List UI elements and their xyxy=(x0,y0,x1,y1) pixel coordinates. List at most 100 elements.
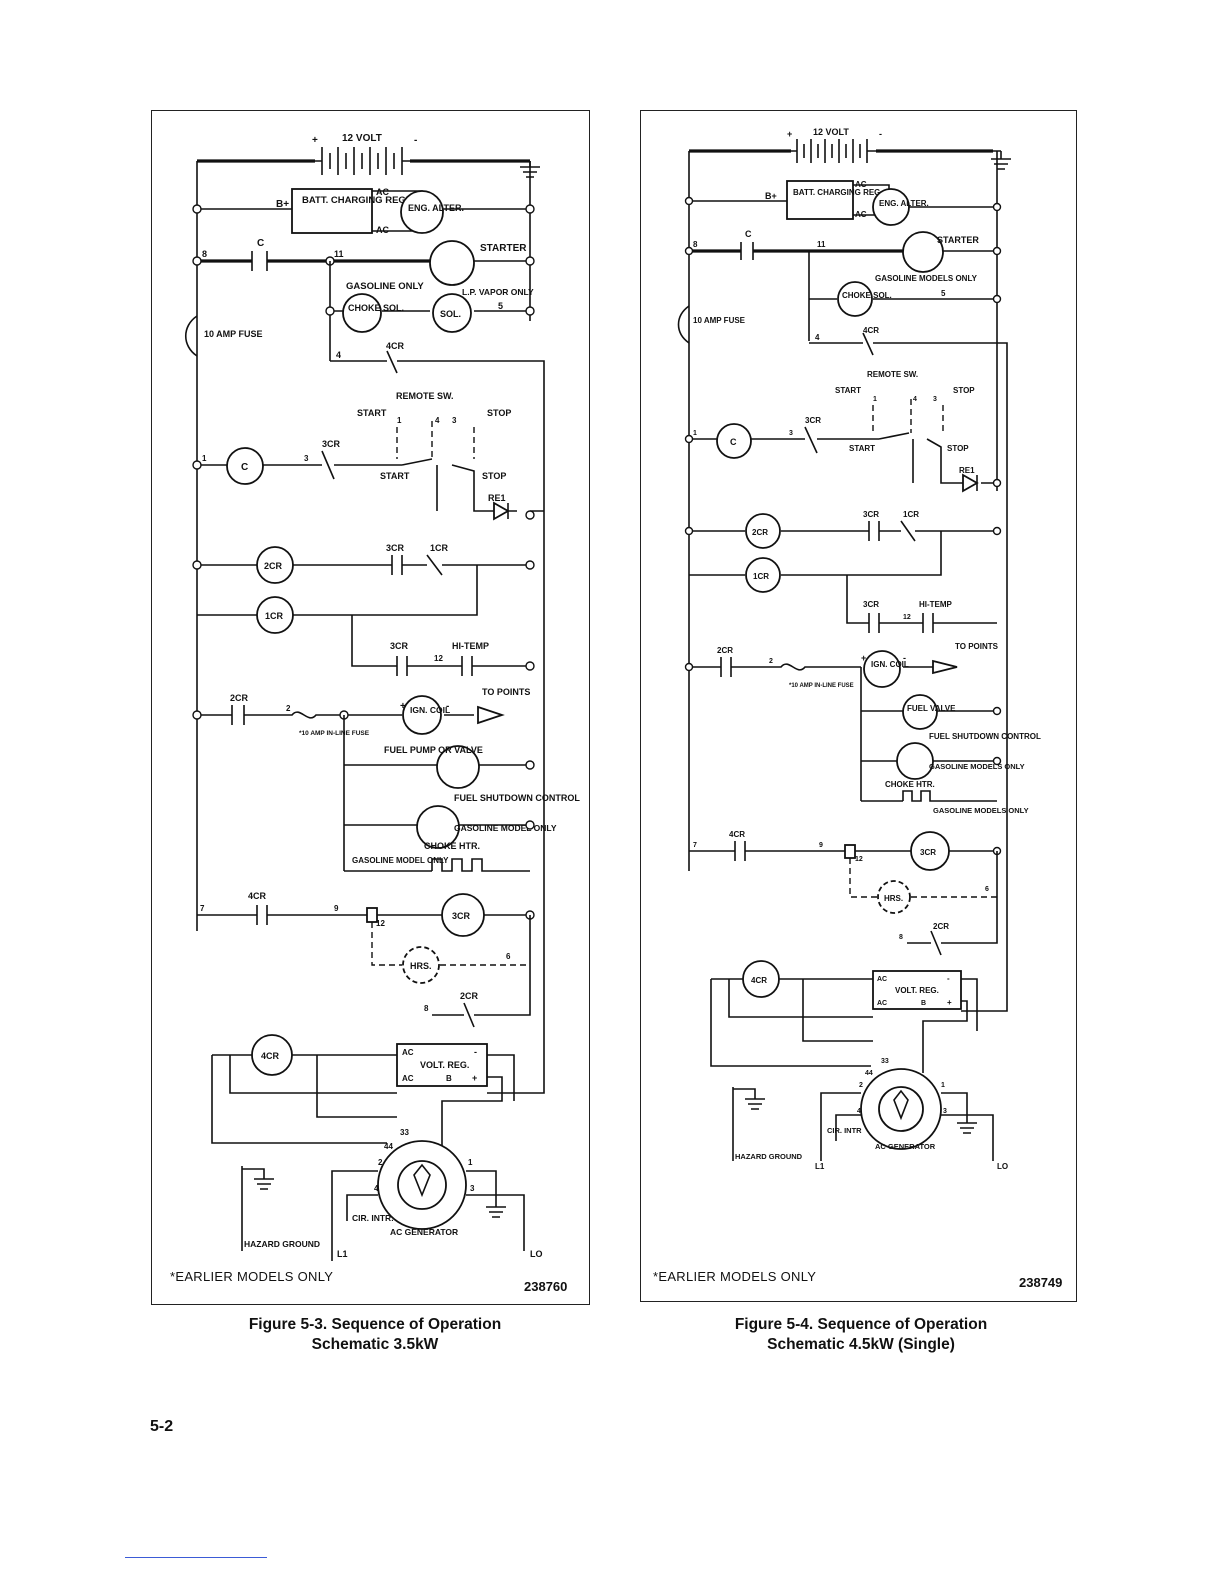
vr-plus-label: + xyxy=(472,1073,477,1083)
choke-heater xyxy=(431,858,530,872)
schematic-4-5kw-drawing: 12 VOLT + - BATT. CHARGING REG. B+ AC AC… xyxy=(677,127,1041,1171)
switch-pin-4: 4 xyxy=(913,396,917,403)
vr-minus-label: - xyxy=(474,1047,477,1057)
4cr-contact-label: 4CR xyxy=(386,341,405,351)
node xyxy=(992,294,1002,304)
hazard-ground-label: HAZARD GROUND xyxy=(735,1152,803,1161)
wire-4-label: 4 xyxy=(815,333,820,342)
battery-label: 12 VOLT xyxy=(342,133,382,144)
inline-fuse-label: *10 AMP IN-LINE FUSE xyxy=(299,730,370,737)
4cr-coil-label: 4CR xyxy=(751,976,767,985)
hour-meter-circle xyxy=(877,880,911,914)
alternator-label: ENG. ALTER. xyxy=(408,203,464,213)
node xyxy=(992,478,1002,488)
cir-intr-label: CIR. INTR. xyxy=(352,1213,394,1223)
node xyxy=(992,246,1002,256)
4cr-coil-circle xyxy=(251,1034,293,1076)
fuel-shutdown-circle xyxy=(896,742,934,780)
4cr-coil-circle xyxy=(742,960,780,998)
wire-5-label: 5 xyxy=(498,301,503,311)
3cr-coil-circle xyxy=(441,893,485,937)
ground-icon xyxy=(254,1178,274,1190)
wire-12b-label: 12 xyxy=(376,919,385,928)
3cr-b-label: 3CR xyxy=(386,543,405,553)
choke-solenoid-circle xyxy=(837,281,873,317)
2cr-coil-circle xyxy=(256,546,294,584)
1cr-coil-label: 1CR xyxy=(265,611,284,621)
ground-icon xyxy=(745,1098,765,1110)
lp-vapor-label: L.P. VAPOR ONLY xyxy=(462,287,534,297)
gasoline-only-label: GASOLINE MODELS ONLY xyxy=(875,274,978,283)
start-switch-label: START xyxy=(849,444,875,453)
fuel-pump-circle xyxy=(436,745,480,789)
to-points-label: TO POINTS xyxy=(482,687,530,697)
switch-pin-4: 4 xyxy=(435,416,440,425)
gen-2-label: 2 xyxy=(859,1082,863,1089)
figure-5-3-schematic: 12 VOLT + - BATT. CHARGING REG. B+ AC AC… xyxy=(151,110,590,1305)
3cr-coil-label: 3CR xyxy=(920,848,936,857)
2cr-coil-label: 2CR xyxy=(752,528,768,537)
wire-2-label: 2 xyxy=(286,704,291,713)
node xyxy=(192,256,202,266)
hi-temp-label: HI-TEMP xyxy=(452,641,489,651)
solenoid-circle xyxy=(432,293,472,333)
vr-ac2-label: AC xyxy=(402,1074,414,1083)
to-points-arrow xyxy=(932,659,958,675)
terminal-block xyxy=(844,844,856,859)
node xyxy=(325,306,335,316)
choke-sol-label: CHOKE SOL. xyxy=(842,291,892,300)
3cr-coil-label: 3CR xyxy=(452,911,471,921)
choke-htr-label: CHOKE HTR. xyxy=(885,780,935,789)
volt-regulator-box xyxy=(872,970,962,1010)
node xyxy=(684,246,694,256)
gasoline-model-only-2-label: GASOLINE MODEL ONLY xyxy=(352,856,449,865)
4cr-b-label: 4CR xyxy=(729,830,745,839)
re1-diode xyxy=(962,473,979,493)
start-top-label: START xyxy=(835,386,861,395)
ac-generator-label: AC GENERATOR xyxy=(875,1142,936,1151)
footnote-rule xyxy=(125,1557,267,1558)
to-points-label: TO POINTS xyxy=(955,642,999,651)
battery-symbol xyxy=(791,139,876,163)
hrs-label: HRS. xyxy=(884,894,903,903)
coil-minus: - xyxy=(446,701,449,712)
switch-pin-3: 3 xyxy=(933,396,937,403)
node xyxy=(192,204,202,214)
figure-5-4-schematic: 12 VOLT + - BATT. CHARGING REG. B+ AC AC… xyxy=(640,110,1077,1302)
ignition-coil-circle xyxy=(863,650,901,688)
node xyxy=(992,526,1002,536)
wire-12-label: 12 xyxy=(434,654,443,663)
1cr-b-label: 1CR xyxy=(903,510,919,519)
node xyxy=(192,560,202,570)
footnote: *EARLIER MODELS ONLY xyxy=(653,1269,817,1284)
gasoline-model-only-label: GASOLINE MODELS ONLY xyxy=(929,762,1025,771)
start-switch-label: START xyxy=(380,471,410,481)
starter-circle xyxy=(902,231,944,273)
node xyxy=(525,820,535,830)
stop-switch-label: STOP xyxy=(947,444,969,453)
wire-44-label: 44 xyxy=(384,1142,393,1151)
wire-8-label: 8 xyxy=(693,240,698,249)
node xyxy=(684,434,694,444)
ac-bottom-label: AC xyxy=(376,225,389,235)
wire-6-label: 6 xyxy=(506,952,511,961)
node xyxy=(525,306,535,316)
volt-reg-label: VOLT. REG. xyxy=(420,1060,469,1070)
node xyxy=(684,196,694,206)
4cr-contact-label: 4CR xyxy=(863,326,879,335)
wire-3-label: 3 xyxy=(304,454,309,463)
stop-switch-label: STOP xyxy=(482,471,506,481)
wire-8-label: 8 xyxy=(202,249,207,259)
vr-b-label: B xyxy=(446,1074,452,1083)
node xyxy=(192,460,202,470)
charging-regulator-label: BATT. CHARGING REG. xyxy=(793,188,883,197)
figure-5-3-caption: Figure 5-3. Sequence of Operation Schema… xyxy=(210,1315,540,1355)
switch-pin-1: 1 xyxy=(873,396,877,403)
wire-3-label: 3 xyxy=(789,430,793,437)
re1-diode xyxy=(493,501,510,521)
gen-2-label: 2 xyxy=(378,1158,383,1167)
ground-icon xyxy=(991,151,1011,170)
cir-intr-label: CIR. INTR xyxy=(827,1126,862,1135)
ac-generator-label: AC GENERATOR xyxy=(390,1227,458,1237)
2cr-contact-label: 2CR xyxy=(717,646,733,655)
